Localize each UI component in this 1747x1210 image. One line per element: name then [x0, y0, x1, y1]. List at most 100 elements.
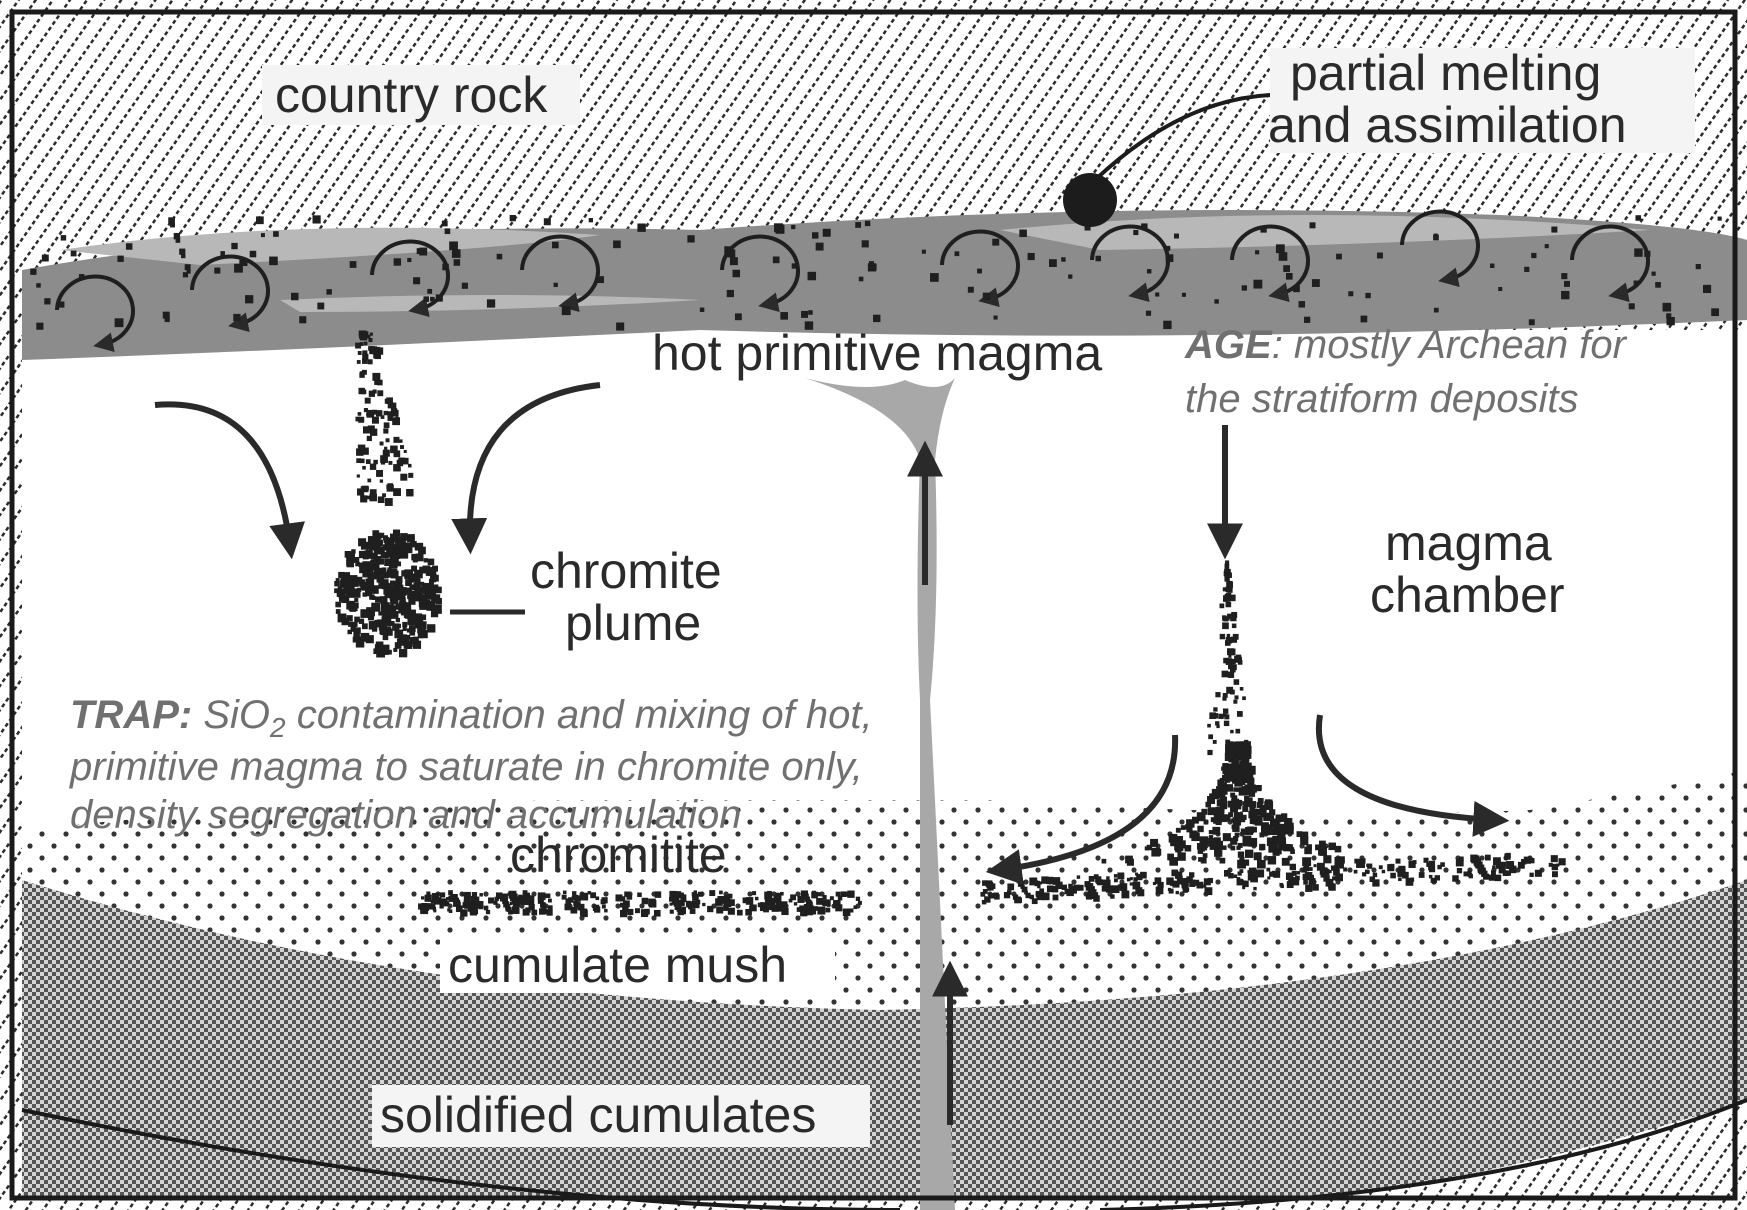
- chromite-speck: [1286, 823, 1293, 830]
- chromite-speck: [1016, 897, 1022, 903]
- chromite-speck: [1114, 874, 1117, 877]
- chromite-speck: [530, 896, 535, 901]
- chromite-speck: [858, 901, 862, 905]
- chromite-speck: [992, 239, 999, 246]
- chromite-speck: [602, 905, 606, 909]
- chromite-speck: [1634, 248, 1642, 256]
- chromite-speck: [1269, 816, 1274, 821]
- chromite-speck: [377, 573, 382, 578]
- chromite-speck: [418, 547, 426, 555]
- chromite-speck: [1238, 756, 1242, 760]
- chromite-speck: [390, 534, 398, 542]
- chromite-speck: [1204, 887, 1212, 895]
- chromite-speck: [382, 617, 391, 626]
- chromite-speck: [1561, 273, 1567, 279]
- chromite-speck: [984, 896, 990, 902]
- chromite-speck: [383, 428, 388, 433]
- chromite-speck: [336, 578, 340, 582]
- chromite-speck: [1064, 889, 1069, 894]
- chromite-speck: [687, 235, 694, 242]
- chromite-speck: [1492, 865, 1495, 868]
- chromite-speck: [58, 301, 64, 307]
- chromite-speck: [836, 892, 841, 897]
- chromite-speck: [373, 389, 377, 393]
- chromite-speck: [385, 498, 393, 506]
- chromite-speck: [1223, 587, 1227, 591]
- chromite-speck: [1419, 872, 1425, 878]
- chromite-speck: [1290, 864, 1296, 870]
- chromite-speck: [445, 228, 451, 234]
- chromite-speck: [1199, 845, 1205, 851]
- chromite-speck: [420, 632, 427, 639]
- chromite-speck: [1157, 882, 1163, 888]
- chromite-speck: [1276, 848, 1282, 854]
- chromite-speck: [791, 225, 795, 229]
- chromite-speck: [1310, 880, 1314, 884]
- chromite-speck: [573, 901, 578, 906]
- chromite-speck: [620, 910, 627, 917]
- chromite-speck: [1309, 875, 1314, 880]
- chromite-speck: [473, 909, 478, 914]
- chromite-speck: [1234, 679, 1240, 685]
- chromite-speck: [694, 896, 697, 899]
- chromite-speck: [313, 215, 321, 223]
- chromite-speck: [1390, 873, 1396, 879]
- chromite-speck: [1228, 801, 1235, 808]
- chromite-speck: [1718, 217, 1722, 221]
- chromite-speck: [1387, 864, 1394, 871]
- chromite-speck: [1504, 853, 1510, 859]
- chromite-speck: [420, 614, 426, 620]
- chromite-speck: [1242, 773, 1248, 779]
- chromite-speck: [1182, 293, 1186, 297]
- chromite-speck: [170, 223, 175, 228]
- chromite-speck: [406, 489, 413, 496]
- chromite-speck: [383, 635, 389, 641]
- label-plume: plume: [565, 595, 701, 651]
- chromite-speck: [601, 899, 606, 904]
- chromite-speck: [462, 893, 466, 897]
- label-chromite: chromite: [530, 543, 722, 599]
- chromite-speck: [724, 895, 730, 901]
- chromite-speck: [365, 583, 373, 591]
- chromite-speck: [348, 622, 353, 627]
- chromite-speck: [386, 583, 390, 587]
- chromite-speck: [1198, 857, 1203, 862]
- chromite-speck: [1259, 809, 1266, 816]
- chromite-speck: [620, 903, 625, 908]
- chromite-speck: [397, 538, 405, 546]
- chromite-speck: [642, 898, 649, 905]
- chromite-speck: [366, 459, 371, 464]
- chromite-speck: [399, 439, 402, 442]
- chromite-speck: [983, 889, 988, 894]
- chromite-speck: [363, 426, 370, 433]
- chromite-speck: [572, 891, 576, 895]
- chromite-speck: [822, 895, 826, 899]
- chromite-speck: [994, 894, 1000, 900]
- chromite-speck: [1529, 858, 1534, 863]
- chromite-speck: [1289, 877, 1296, 884]
- chromite-speck: [256, 216, 264, 224]
- chromite-speck: [386, 438, 390, 442]
- chromite-speck: [1098, 880, 1102, 884]
- chromite-speck: [1133, 882, 1141, 890]
- chromite-speck: [362, 623, 368, 629]
- chromite-speck: [1208, 734, 1213, 739]
- chromite-speck: [413, 277, 420, 284]
- chromite-speck: [476, 901, 484, 909]
- chromite-speck: [356, 639, 364, 647]
- chromite-speck: [1255, 250, 1259, 254]
- chromite-speck: [378, 584, 383, 589]
- chromite-speck: [454, 259, 461, 266]
- chromite-speck: [421, 896, 424, 899]
- chromite-speck: [1077, 875, 1080, 878]
- chromite-speck: [366, 413, 369, 416]
- label-magma: magma: [1385, 515, 1552, 571]
- chromite-speck: [540, 902, 546, 908]
- chromite-speck: [382, 567, 387, 572]
- chromite-speck: [1212, 789, 1220, 797]
- chromite-speck: [1117, 872, 1124, 879]
- chromite-speck: [1219, 714, 1224, 719]
- chromite-speck: [390, 597, 397, 604]
- chromite-speck: [407, 258, 411, 262]
- chromite-speck: [616, 323, 624, 331]
